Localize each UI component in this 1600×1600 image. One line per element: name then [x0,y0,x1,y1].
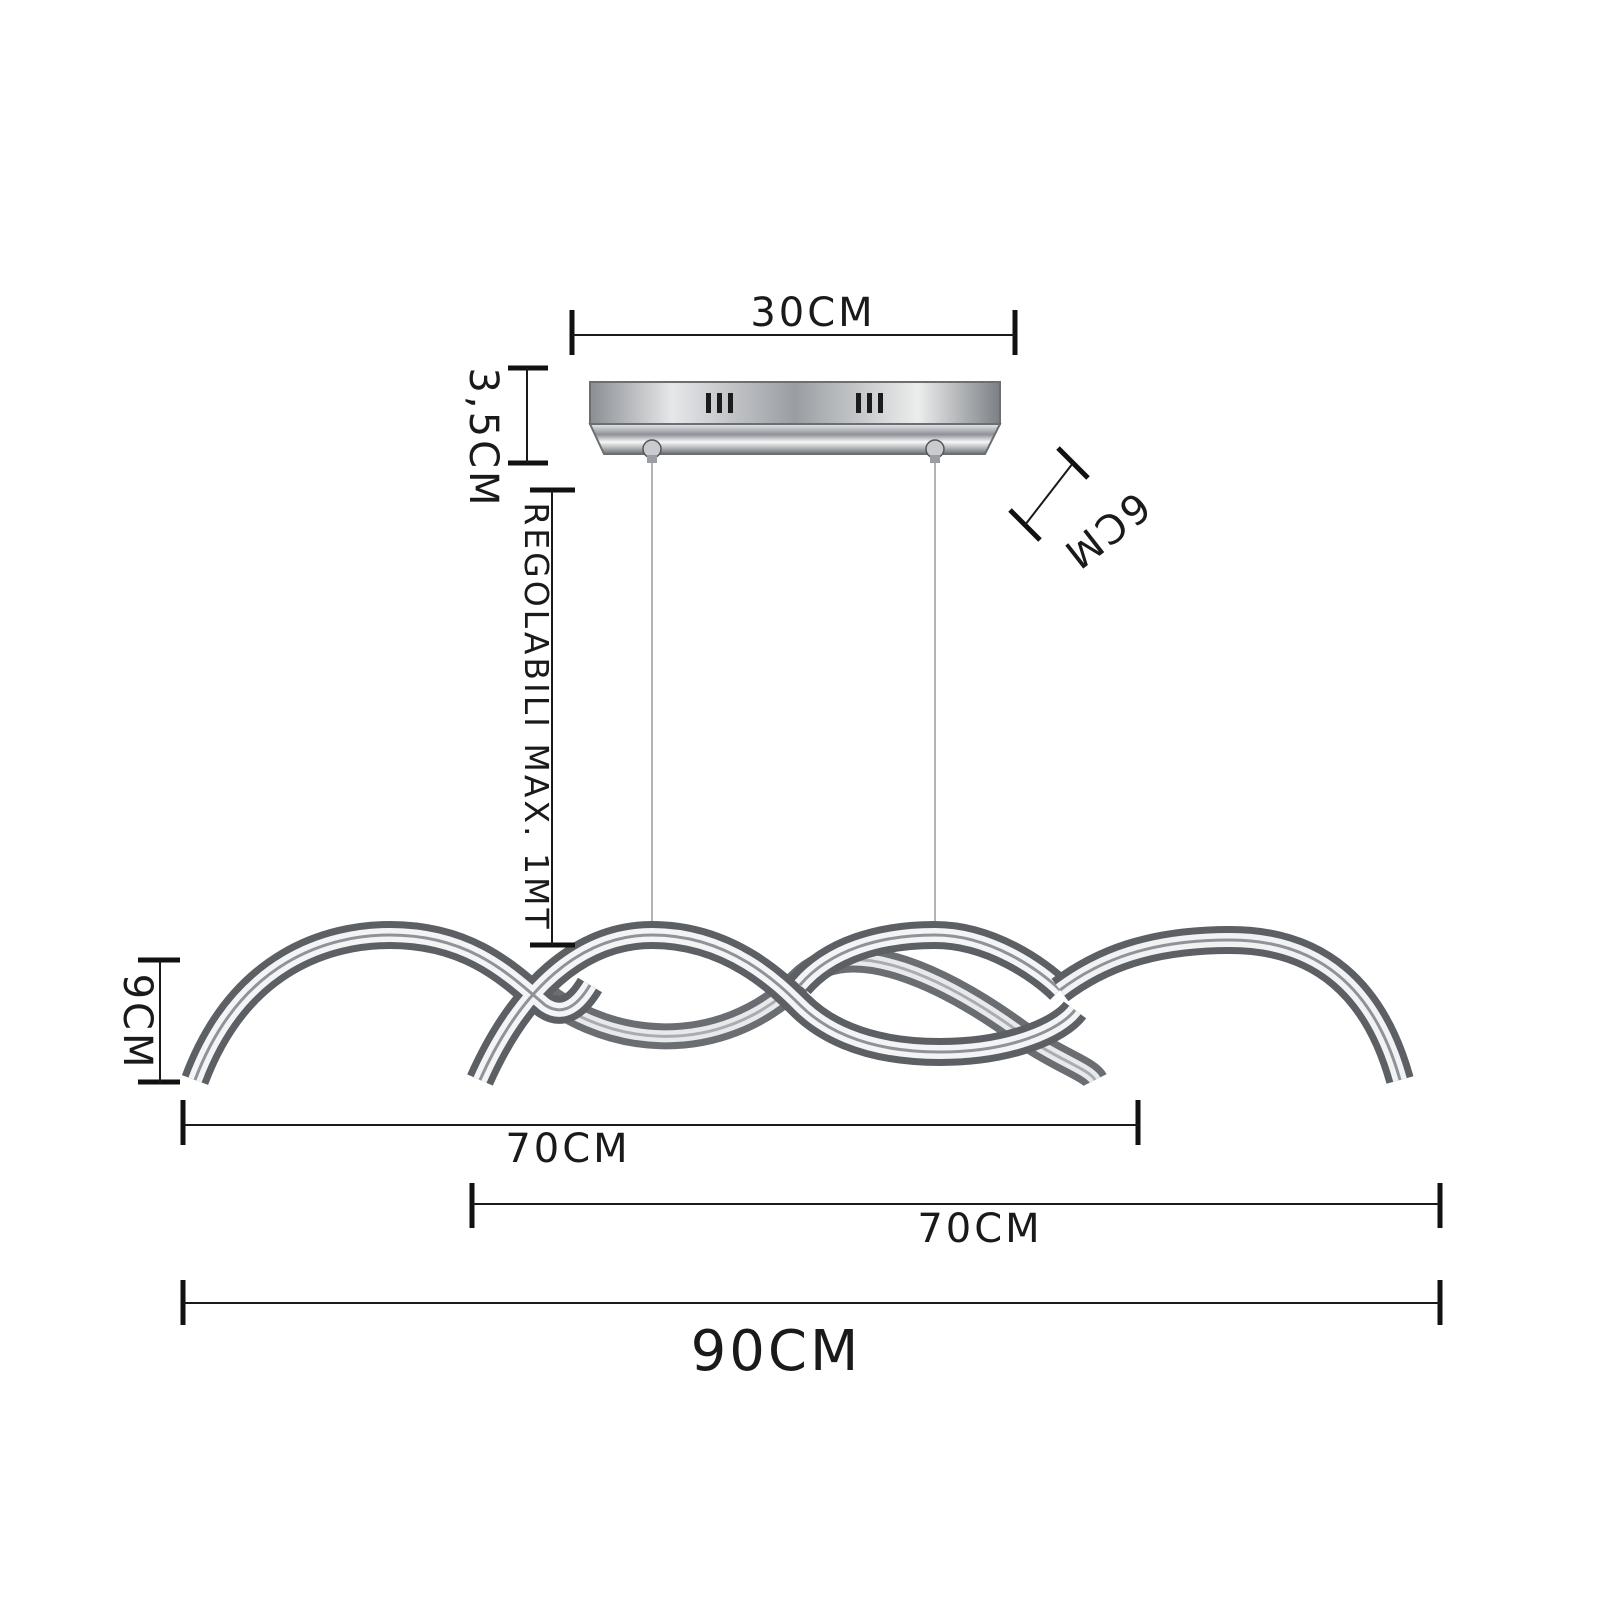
label-canopy-height: 3,5CM [460,367,506,508]
label-wave-height: 9CM [114,974,160,1071]
dimension-right-span: 70CM [469,1183,1443,1252]
dimension-cable-length: REGOLABILI MAX. 1MT [517,487,575,948]
label-left-span: 70CM [505,1126,630,1172]
dimension-canopy-height: 3,5CM [460,365,548,509]
wave-led-body [181,920,1414,1088]
label-canopy-width: 30CM [750,290,875,336]
cable-grip-right [925,439,945,463]
label-cable-length: REGOLABILI MAX. 1MT [517,502,556,931]
vent-slots-left [706,393,733,413]
dimension-total-width: 90CM [180,1280,1443,1384]
ceiling-canopy [588,381,1002,463]
label-total-width: 90CM [691,1319,862,1384]
dimension-left-span: 70CM [180,1100,1141,1172]
dimension-wave-height: 9CM [114,957,180,1085]
label-right-span: 70CM [917,1206,1042,1252]
label-canopy-depth: 6CM [1054,482,1159,578]
vent-slots-right [856,393,883,413]
dimension-canopy-depth: 6CM [1008,446,1159,578]
dimension-canopy-width: 30CM [569,290,1018,355]
cable-grip-left [642,439,662,463]
